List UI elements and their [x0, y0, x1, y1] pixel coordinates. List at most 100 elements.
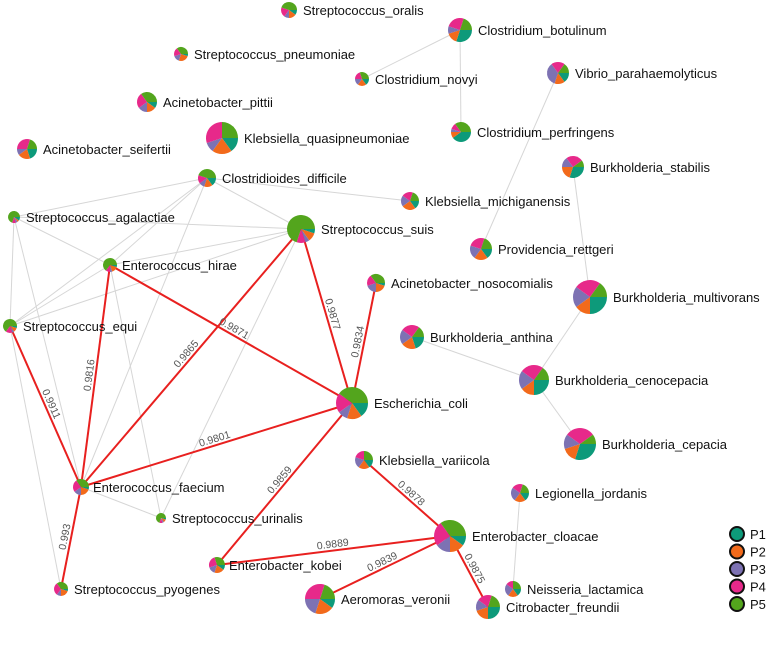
node-acin_pittii[interactable]: Acinetobacter_pittii	[136, 91, 273, 112]
node-strep_equi[interactable]: Streptococcus_equi	[3, 318, 137, 334]
pie-slice-P4	[355, 450, 364, 460]
pie-slice-P1	[481, 249, 493, 258]
legend-label: P1	[750, 527, 766, 542]
node-legionella[interactable]: Legionella_jordanis	[511, 484, 648, 502]
pie-slice-P3	[355, 457, 364, 468]
pie-slice-P3	[284, 10, 289, 18]
node-burk_multi[interactable]: Burkholderia_multivorans	[573, 280, 760, 314]
edge-ent_hirae-ecoli: 0.9871	[109, 264, 353, 404]
pie-slice-P2	[448, 30, 460, 42]
node-pie	[505, 581, 521, 597]
pie-slice-P1	[161, 518, 167, 520]
node-kleb_vari[interactable]: Klebsiella_variicola	[355, 450, 490, 469]
pie-slice-P3	[476, 599, 488, 611]
pie-slice-P3	[511, 487, 520, 501]
node-strep_suis[interactable]: Streptococcus_suis	[287, 214, 434, 243]
edge-clostridioides-strep_equi	[9, 177, 208, 327]
node-strep_agalactiae[interactable]: Streptococcus_agalactiae	[8, 210, 175, 225]
node-pie	[434, 520, 466, 552]
node-strep_oralis[interactable]: Streptococcus_oralis	[281, 1, 424, 18]
pie-slice-P5	[176, 47, 188, 54]
node-clos_novyi[interactable]: Clostridium_novyi	[355, 71, 478, 87]
node-neisseria[interactable]: Neisseria_lactamica	[505, 581, 644, 597]
pie-slice-P1	[147, 102, 157, 108]
node-burk_ceno[interactable]: Burkholderia_cenocepacia	[518, 364, 709, 395]
pie-slice-P2	[554, 73, 565, 85]
node-providencia[interactable]: Providencia_rettgeri	[470, 238, 614, 261]
node-strep_pneumoniae[interactable]: Streptococcus_pneumoniae	[174, 47, 355, 62]
pie-slice-P4	[17, 139, 31, 149]
node-burk_stabilis[interactable]: Burkholderia_stabilis	[562, 155, 710, 178]
node-enterobacter_cloacae[interactable]: Enterobacter_cloacae	[434, 520, 598, 552]
node-label: Neisseria_lactamica	[527, 582, 644, 597]
node-kleb_quasi[interactable]: Klebsiella_quasipneumoniae	[205, 122, 410, 154]
pie-slice-P3	[206, 138, 222, 151]
node-burk_anthina[interactable]: Burkholderia_anthina	[400, 325, 554, 349]
legend-label: P2	[750, 545, 766, 560]
node-acin_noso[interactable]: Acinetobacter_nosocomialis	[367, 274, 553, 292]
edge-strep_equi-ent_faecium: 0.9911	[9, 325, 82, 488]
node-pie	[401, 192, 419, 210]
pie-slice-P3	[138, 102, 147, 112]
node-citrobacter[interactable]: Citrobacter_freundii	[476, 595, 620, 619]
pie-slice-P2	[81, 487, 89, 495]
node-aeromonas[interactable]: Aeromoras_veronii	[305, 583, 450, 615]
pie-slice-P2	[562, 167, 573, 178]
node-clos_perfringens[interactable]: Clostridium_perfringens	[451, 121, 615, 143]
node-label: Streptococcus_pneumoniae	[194, 47, 355, 62]
node-strep_pyogenes[interactable]: Streptococcus_pyogenes	[54, 582, 220, 597]
node-acin_seifertii[interactable]: Acinetobacter_seifertii	[17, 139, 171, 159]
pie-slice-P4	[336, 393, 352, 413]
edge-line	[60, 486, 82, 590]
edge-line	[351, 282, 377, 404]
node-kleb_mich[interactable]: Klebsiella_michiganensis	[401, 192, 571, 210]
node-pie	[336, 387, 368, 419]
node-clostridioides[interactable]: Clostridioides_difficile	[198, 168, 347, 187]
node-strep_urinalis[interactable]: Streptococcus_urinalis	[156, 511, 303, 526]
edge-ent_hirae-strep_equi	[9, 264, 111, 327]
node-label: Providencia_rettgeri	[498, 242, 614, 257]
pie-slice-P2	[18, 149, 31, 159]
node-burk_cepacia[interactable]: Burkholderia_cepacia	[564, 428, 728, 461]
pie-slice-P3	[564, 434, 580, 449]
edge-line	[13, 216, 111, 266]
node-ent_hirae[interactable]: Enterococcus_hirae	[103, 257, 237, 273]
node-label: Enterococcus_hirae	[122, 258, 237, 273]
edge-weight-label: 0.9878	[395, 478, 427, 508]
edge-line	[80, 177, 208, 488]
edge-line	[9, 228, 302, 327]
node-pie	[174, 47, 189, 62]
pie-slice-P5	[27, 139, 37, 149]
edge-clostridioides-strep_agalactiae	[13, 177, 208, 218]
pie-slice-P3	[56, 589, 61, 596]
pie-slice-P3	[437, 536, 450, 552]
edge-burk_stabilis-burk_multi	[572, 166, 591, 298]
edge-clostridioides-strep_suis	[206, 177, 302, 230]
pie-slice-P2	[376, 283, 385, 292]
pie-slice-P3	[110, 265, 113, 272]
pie-slice-P3	[562, 158, 573, 167]
legend-label: P3	[750, 562, 766, 577]
node-ecoli[interactable]: Escherichia_coli	[336, 387, 468, 419]
pie-slice-P2	[289, 10, 296, 18]
node-vibrio[interactable]: Vibrio_parahaemolyticus	[546, 61, 718, 85]
pie-slice-P1	[412, 337, 424, 349]
pie-slice-P4	[105, 265, 110, 272]
pie-slice-P3	[518, 371, 534, 389]
pie-slice-P4	[506, 581, 513, 589]
node-label: Klebsiella_michiganensis	[425, 194, 571, 209]
node-enterobacter_kobei[interactable]: Enterobacter_kobei	[208, 556, 342, 573]
pie-slice-P1	[513, 589, 521, 596]
pie-slice-P4	[159, 518, 163, 524]
pie-slice-P5	[534, 367, 549, 380]
pie-slice-P2	[402, 201, 416, 210]
node-clos_botulinum[interactable]: Clostridium_botulinum	[448, 18, 607, 42]
pie-slice-P1	[456, 30, 472, 42]
pie-slice-P5	[141, 91, 157, 102]
pie-slice-P1	[410, 201, 419, 209]
node-ent_faecium[interactable]: Enterococcus_faecium	[73, 479, 225, 495]
pie-slice-P3	[355, 79, 362, 85]
nodes-layer: Streptococcus_oralisClostridium_botulinu…	[3, 1, 760, 619]
pie-slice-P2	[61, 589, 68, 596]
